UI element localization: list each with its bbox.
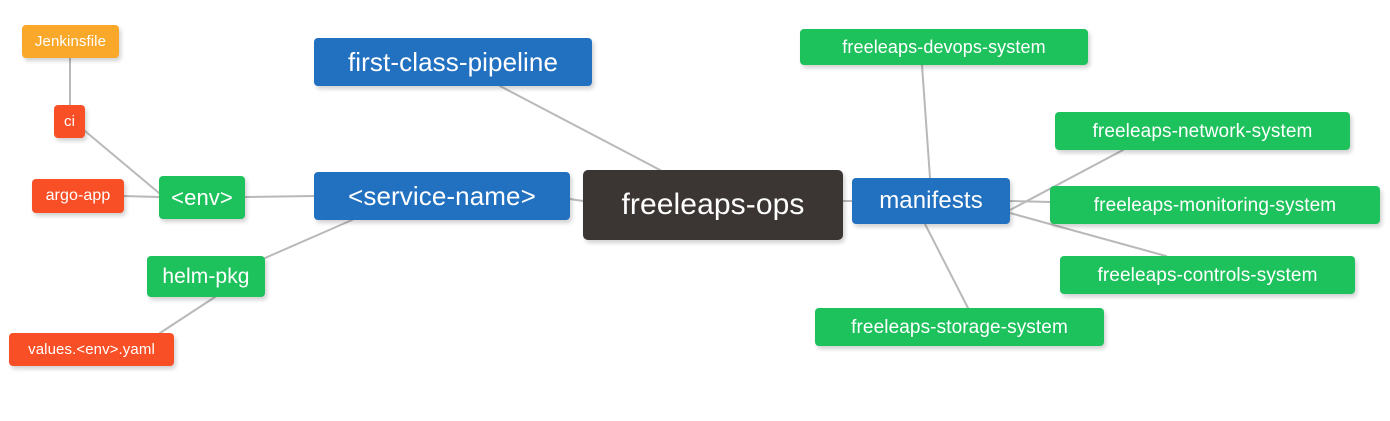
- node-values-yaml[interactable]: values.<env>.yaml: [9, 333, 174, 366]
- node-freeleaps-ops[interactable]: freeleaps-ops: [583, 170, 843, 240]
- edge-manifests-to-controls-system: [1009, 212, 1167, 257]
- edge-argo-app-to-env: [123, 195, 160, 198]
- node-storage-system[interactable]: freeleaps-storage-system: [815, 308, 1104, 346]
- node-service-name[interactable]: <service-name>: [314, 172, 570, 220]
- edge-first-class-to-freeleaps-ops: [499, 85, 661, 171]
- edge-env-to-service-name: [244, 195, 315, 198]
- node-monitoring-system[interactable]: freeleaps-monitoring-system: [1050, 186, 1380, 224]
- edge-helm-pkg-to-service-name: [264, 219, 353, 259]
- node-argo-app[interactable]: argo-app: [32, 179, 124, 213]
- edge-manifests-to-storage-system: [924, 223, 969, 309]
- edge-ci-to-env: [84, 130, 160, 194]
- node-helm-pkg[interactable]: helm-pkg: [147, 256, 265, 297]
- node-first-class[interactable]: first-class-pipeline: [314, 38, 592, 86]
- node-manifests[interactable]: manifests: [852, 178, 1010, 224]
- edge-manifests-to-monitoring-system: [1009, 200, 1051, 203]
- node-devops-system[interactable]: freeleaps-devops-system: [800, 29, 1088, 65]
- node-controls-system[interactable]: freeleaps-controls-system: [1060, 256, 1355, 294]
- node-network-system[interactable]: freeleaps-network-system: [1055, 112, 1350, 150]
- edge-manifests-to-network-system: [1009, 149, 1124, 211]
- node-env[interactable]: <env>: [159, 176, 245, 219]
- edge-values-yaml-to-helm-pkg: [159, 296, 216, 334]
- edge-manifests-to-devops-system: [921, 64, 931, 179]
- node-jenkinsfile[interactable]: Jenkinsfile: [22, 25, 119, 58]
- edge-service-name-to-freeleaps-ops: [569, 198, 584, 202]
- node-ci[interactable]: ci: [54, 105, 85, 138]
